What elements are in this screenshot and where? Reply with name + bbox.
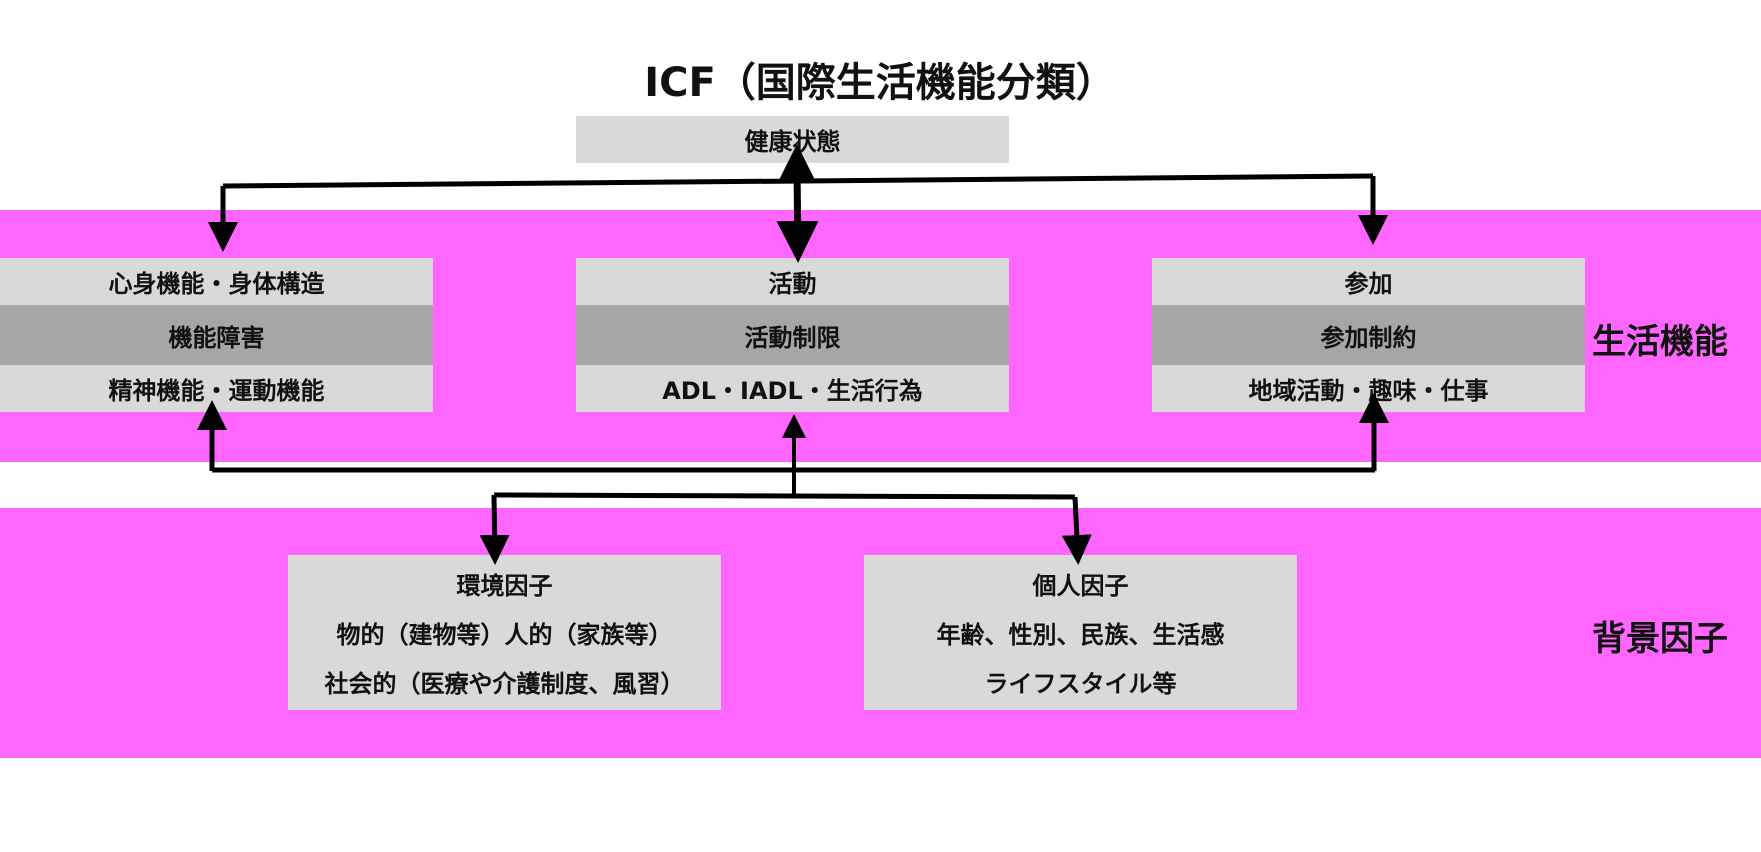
personal-factors-line-2: ライフスタイル等 [984, 670, 1177, 698]
activity-heading: 活動 [576, 258, 1009, 305]
participation-restriction: 参加制約 [1152, 305, 1585, 365]
diagram-title: ICF（国際生活機能分類） [644, 60, 1116, 106]
environmental-factors-box: 環境因子 物的（建物等）人的（家族等） 社会的（医療や介護制度、風習） [288, 555, 721, 710]
environmental-factors-line-2: 社会的（医療や介護制度、風習） [324, 670, 685, 698]
participation-examples: 地域活動・趣味・仕事 [1152, 365, 1585, 412]
environmental-factors-line-1: 物的（建物等）人的（家族等） [336, 621, 673, 649]
activity-limitation: 活動制限 [576, 305, 1009, 365]
body-functions-heading: 心身機能・身体構造 [0, 258, 433, 305]
functioning-band-label: 生活機能 [1592, 322, 1728, 362]
participation-heading: 参加 [1152, 258, 1585, 305]
context-band-label: 背景因子 [1592, 619, 1728, 659]
activity-examples: ADL・IADL・生活行為 [576, 365, 1009, 412]
participation-box: 参加 参加制約 地域活動・趣味・仕事 [1152, 258, 1585, 412]
health-condition-box: 健康状態 [576, 116, 1009, 163]
personal-factors-box: 個人因子 年齢、性別、民族、生活感 ライフスタイル等 [864, 555, 1297, 710]
environmental-factors-heading: 環境因子 [456, 572, 553, 600]
health-condition-label: 健康状態 [576, 116, 1009, 163]
context-branch-line [493, 492, 1076, 500]
body-functions-box: 心身機能・身体構造 機能障害 精神機能・運動機能 [0, 258, 433, 412]
body-functions-impairment: 機能障害 [0, 305, 433, 365]
body-functions-examples: 精神機能・運動機能 [0, 365, 433, 412]
top-connector-line [222, 173, 1374, 189]
personal-factors-heading: 個人因子 [1032, 572, 1129, 600]
activity-box: 活動 活動制限 ADL・IADL・生活行為 [576, 258, 1009, 412]
personal-factors-line-1: 年齢、性別、民族、生活感 [936, 621, 1225, 649]
